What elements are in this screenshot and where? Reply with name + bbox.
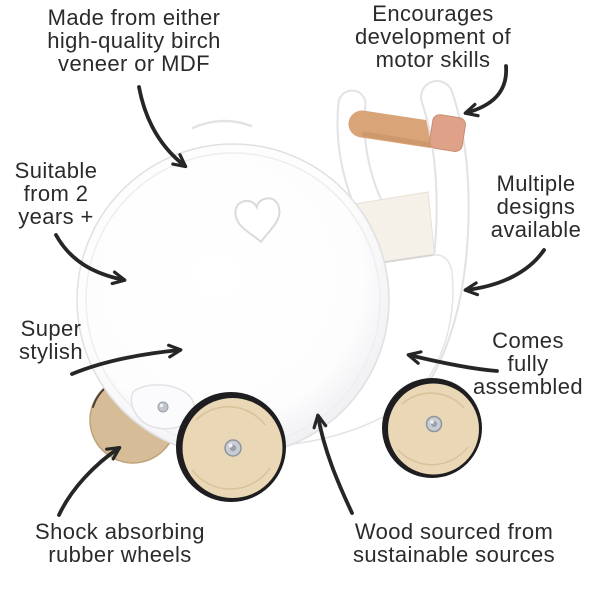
- arrow-age: [54, 233, 127, 286]
- arrow-stylish: [70, 343, 183, 376]
- handle-end-cap: [429, 114, 466, 152]
- callout-wheels: Shock absorbing rubber wheels: [12, 520, 228, 566]
- callout-line: Wood sourced from: [354, 519, 554, 544]
- callout-line: years +: [18, 204, 94, 229]
- callout-line: sustainable sources: [352, 542, 556, 567]
- callout-line: motor skills: [375, 47, 491, 72]
- rear-wheel: [176, 392, 286, 502]
- callout-made-from: Made from either high-quality birch vene…: [18, 6, 250, 75]
- callout-line: development of: [354, 24, 512, 49]
- callout-assembled: Comes fully assembled: [458, 329, 598, 398]
- arrow-motor-skills: [463, 64, 508, 118]
- callout-line: stylish: [19, 339, 83, 364]
- callout-line: high-quality birch: [47, 28, 221, 53]
- callout-line: Suitable: [14, 158, 98, 183]
- callout-line: veneer or MDF: [58, 51, 210, 76]
- callout-line: assembled: [473, 374, 583, 399]
- callout-line: Super: [20, 316, 82, 341]
- callout-line: rubber wheels: [48, 542, 192, 567]
- callout-line: Comes: [492, 328, 564, 353]
- heart-cutout-icon: [234, 197, 281, 244]
- callout-line: from 2: [23, 181, 89, 206]
- callout-line: Encourages: [372, 1, 494, 26]
- callout-designs: Multiple designs available: [478, 172, 594, 241]
- screw-icon: [157, 401, 169, 413]
- front-wheel: [382, 378, 482, 478]
- arrow-wheels: [57, 445, 122, 517]
- arrow-wood: [312, 413, 354, 515]
- callout-line: Made from either: [47, 5, 221, 30]
- arrow-designs: [463, 248, 546, 297]
- callout-line: Shock absorbing: [35, 519, 205, 544]
- callout-line: Multiple: [496, 171, 576, 196]
- callout-line: designs: [496, 194, 576, 219]
- arrow-assembled: [406, 350, 499, 373]
- callout-age: Suitable from 2 years +: [4, 159, 108, 228]
- arrow-made-from: [137, 85, 188, 169]
- callout-stylish: Super stylish: [6, 317, 96, 363]
- callout-motor-skills: Encourages development of motor skills: [330, 2, 536, 71]
- callout-line: fully: [507, 351, 549, 376]
- callout-line: available: [490, 217, 582, 242]
- callout-wood: Wood sourced from sustainable sources: [328, 520, 580, 566]
